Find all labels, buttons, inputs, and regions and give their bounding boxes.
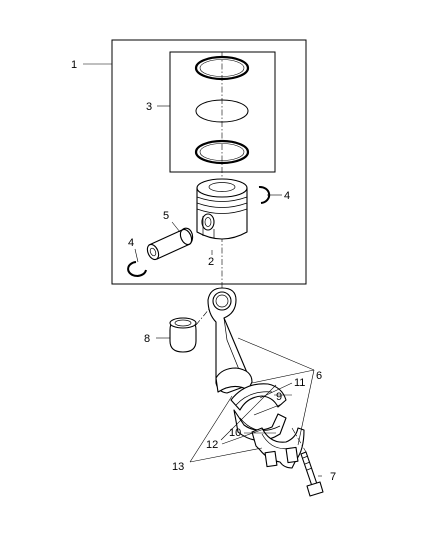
callout-3: 3 bbox=[146, 101, 152, 113]
piston bbox=[196, 178, 248, 240]
piston-rings bbox=[194, 55, 250, 165]
callout-5: 5 bbox=[163, 210, 169, 222]
callout-1: 1 bbox=[71, 59, 77, 71]
piston-ring-middle bbox=[195, 99, 249, 123]
piston-ring-bottom bbox=[194, 139, 250, 165]
snap-ring-upper bbox=[258, 185, 271, 204]
callout-4-lower: 4 bbox=[128, 237, 134, 249]
piston-pin-bushing bbox=[169, 317, 197, 353]
callout-13: 13 bbox=[172, 461, 184, 473]
callout-2: 2 bbox=[208, 256, 214, 268]
piston-pin bbox=[146, 227, 194, 261]
piston-ring-set-box bbox=[169, 51, 276, 173]
callout-12: 12 bbox=[206, 439, 218, 451]
connecting-rod-cap bbox=[251, 427, 305, 469]
callout-6: 6 bbox=[316, 370, 322, 382]
callout-11: 11 bbox=[294, 377, 305, 389]
piston-assembly-box bbox=[111, 39, 307, 285]
callout-9: 9 bbox=[276, 391, 282, 403]
piston-ring-top bbox=[194, 55, 250, 81]
callout-8: 8 bbox=[144, 333, 150, 345]
rod-cap-bolt bbox=[300, 451, 324, 497]
callout-10: 10 bbox=[229, 427, 241, 439]
upper-bearing-shell bbox=[230, 383, 287, 411]
callout-4-upper: 4 bbox=[284, 190, 290, 202]
leader-lines bbox=[83, 63, 322, 477]
callout-7: 7 bbox=[330, 471, 336, 483]
bushing-axis-line bbox=[195, 307, 211, 326]
snap-ring-lower bbox=[127, 261, 147, 277]
connecting-rod bbox=[207, 287, 253, 394]
